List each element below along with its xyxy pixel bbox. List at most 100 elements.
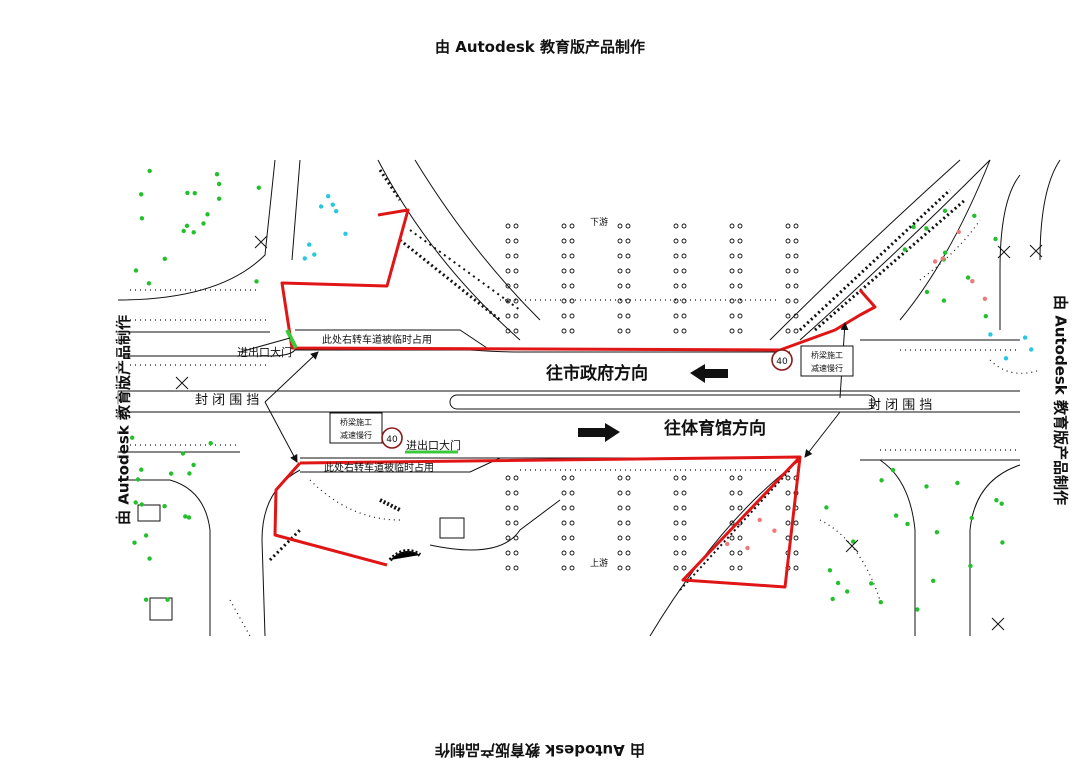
tree-marker [191, 230, 196, 235]
tree-marker [830, 596, 835, 602]
tree-marker [745, 545, 750, 551]
upstream-label: 上游 [590, 557, 608, 569]
tree-marker [183, 514, 188, 519]
pile-marker [561, 238, 567, 244]
tree-marker [993, 236, 998, 242]
tree-marker [970, 279, 975, 284]
pile-marker [561, 475, 567, 481]
tree-marker [318, 204, 324, 209]
tree-marker [132, 540, 137, 545]
tree-marker [139, 467, 144, 472]
pile-marker [785, 298, 791, 304]
pile-marker [505, 535, 511, 541]
pile-marker [513, 475, 519, 481]
pile-marker [729, 565, 735, 571]
pile-marker [513, 535, 519, 541]
tree-marker [893, 513, 899, 518]
svg-text:桥梁施工: 桥梁施工 [811, 350, 843, 360]
pile-marker [793, 238, 799, 244]
pile-marker [785, 268, 791, 274]
tree-marker [312, 252, 317, 257]
pile-marker [737, 238, 743, 244]
tree-marker [757, 517, 762, 523]
pile-marker [561, 223, 567, 229]
pile-marker [561, 298, 567, 304]
tree-marker [139, 192, 144, 197]
pile-marker [625, 550, 631, 556]
pile-marker [513, 490, 519, 496]
gate-marker-north [285, 329, 298, 349]
pile-marker [681, 565, 687, 571]
pile-marker [785, 328, 791, 334]
pile-marker [681, 238, 687, 244]
pile-marker [569, 283, 575, 289]
tree-marker [216, 196, 222, 201]
pile-marker [729, 535, 735, 541]
pile-marker [505, 328, 511, 334]
speed-limit-sign-north: 40 [771, 349, 793, 371]
tree-marker [772, 528, 777, 533]
pile-marker [505, 268, 511, 274]
tree-marker [307, 242, 312, 247]
pile-marker [785, 475, 791, 481]
pile-marker [737, 268, 743, 274]
pile-marker [561, 490, 567, 496]
pile-marker [729, 328, 735, 334]
pile-grid-upper [505, 223, 799, 334]
pile-marker [617, 550, 623, 556]
pile-marker [625, 565, 631, 571]
pile-marker [625, 223, 631, 229]
pile-marker [625, 520, 631, 526]
closure-label-left: 封 闭 围 挡 [195, 393, 259, 408]
tree-marker [924, 226, 929, 231]
pile-marker [513, 223, 519, 229]
pile-marker [569, 238, 575, 244]
survey-crosses [175, 235, 1043, 631]
pile-marker [681, 313, 687, 319]
pile-marker [513, 328, 519, 334]
tree-marker [147, 556, 152, 561]
tree-marker [143, 533, 149, 538]
tree-marker [983, 314, 988, 319]
tree-marker [256, 185, 261, 190]
tree-marker [999, 501, 1004, 506]
pile-marker [505, 475, 511, 481]
tree-marker [845, 589, 850, 594]
direction-west-label: 往市政府方向 [546, 363, 648, 384]
svg-text:减速慢行: 减速慢行 [811, 363, 843, 373]
pile-marker [569, 550, 575, 556]
svg-text:桥梁施工: 桥梁施工 [340, 417, 372, 427]
pile-marker [569, 490, 575, 496]
tree-marker [146, 281, 152, 286]
pile-marker [569, 253, 575, 259]
pile-marker [625, 535, 631, 541]
pile-marker [793, 535, 799, 541]
pile-marker [513, 565, 519, 571]
pile-marker [561, 283, 567, 289]
pile-marker [729, 223, 735, 229]
tree-marker [139, 216, 145, 221]
pile-marker [673, 238, 679, 244]
pile-marker [793, 283, 799, 289]
pile-marker [737, 298, 743, 304]
tree-marker [902, 247, 907, 252]
pile-marker [625, 238, 631, 244]
tree-marker [941, 298, 947, 303]
pile-marker [569, 223, 575, 229]
pile-marker [793, 328, 799, 334]
tree-marker [972, 213, 977, 218]
pile-marker [673, 328, 679, 334]
pile-marker [737, 283, 743, 289]
tree-marker [168, 471, 174, 476]
watermark-top: 由 Autodesk 教育版产品制作 [434, 38, 646, 56]
tree-marker [205, 212, 210, 217]
pile-marker [617, 475, 623, 481]
vegetation-markers [130, 168, 1034, 612]
pile-marker [729, 520, 735, 526]
pile-marker [505, 490, 511, 496]
pile-marker [793, 298, 799, 304]
pile-marker [569, 475, 575, 481]
pile-marker [729, 238, 735, 244]
tree-marker [890, 467, 896, 473]
pile-marker [561, 313, 567, 319]
